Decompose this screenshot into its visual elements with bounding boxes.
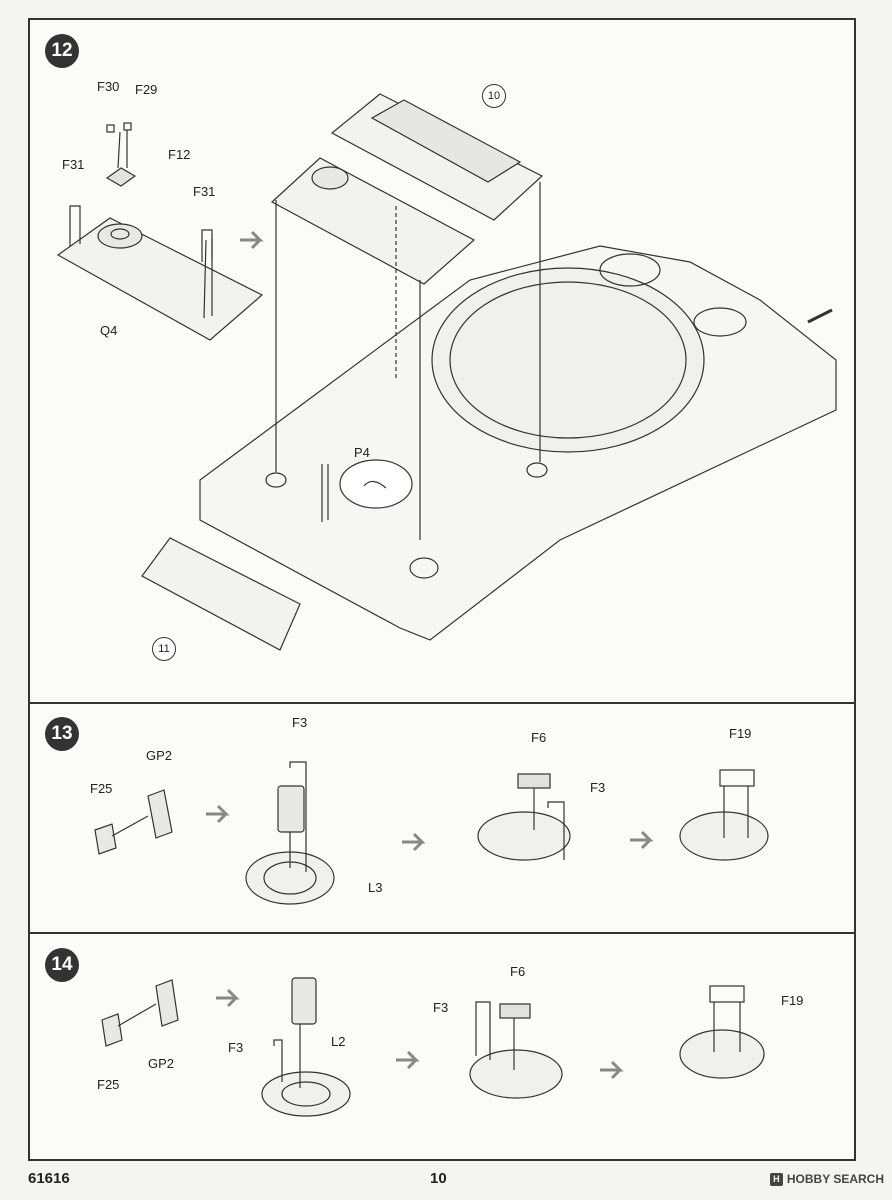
- watermark-text: HOBBY SEARCH: [786, 1172, 884, 1186]
- page-number: 10: [430, 1170, 447, 1187]
- part-label-f3: F3: [590, 780, 606, 795]
- part-label-f29: F29: [135, 82, 158, 97]
- step-divider-12-13: [28, 702, 856, 704]
- part-label-f25: F25: [97, 1077, 120, 1092]
- part-label-gp2: GP2: [148, 1056, 175, 1071]
- hobby-search-watermark: H HOBBY SEARCH: [769, 1172, 884, 1186]
- part-label-f12: F12: [168, 147, 191, 162]
- part-label-p4: P4: [354, 445, 370, 460]
- part-label-f31: F31: [193, 184, 216, 199]
- part-label-f30: F30: [97, 79, 120, 94]
- part-label-f19: F19: [781, 993, 804, 1008]
- step-number-badge: 14: [45, 948, 79, 982]
- part-label-l2: L2: [331, 1034, 346, 1049]
- step-number-badge: 13: [45, 717, 79, 751]
- subassembly-ref-11: 11: [152, 637, 176, 661]
- part-label-f3: F3: [228, 1040, 244, 1055]
- step-divider-13-14: [28, 932, 856, 934]
- part-label-q4: Q4: [100, 323, 118, 338]
- hobby-search-logo-icon: H: [769, 1172, 783, 1186]
- part-label-gp2: GP2: [146, 748, 173, 763]
- part-label-f25: F25: [90, 781, 113, 796]
- part-label-f31: F31: [62, 157, 85, 172]
- part-label-l3: L3: [368, 880, 383, 895]
- part-label-f3: F3: [292, 715, 308, 730]
- step-number-badge: 12: [45, 34, 79, 68]
- subassembly-ref-10: 10: [482, 84, 506, 108]
- part-label-f19: F19: [729, 726, 752, 741]
- part-label-f3: F3: [433, 1000, 449, 1015]
- part-label-f6: F6: [531, 730, 547, 745]
- part-label-f6: F6: [510, 964, 526, 979]
- kit-number: 61616: [28, 1170, 70, 1187]
